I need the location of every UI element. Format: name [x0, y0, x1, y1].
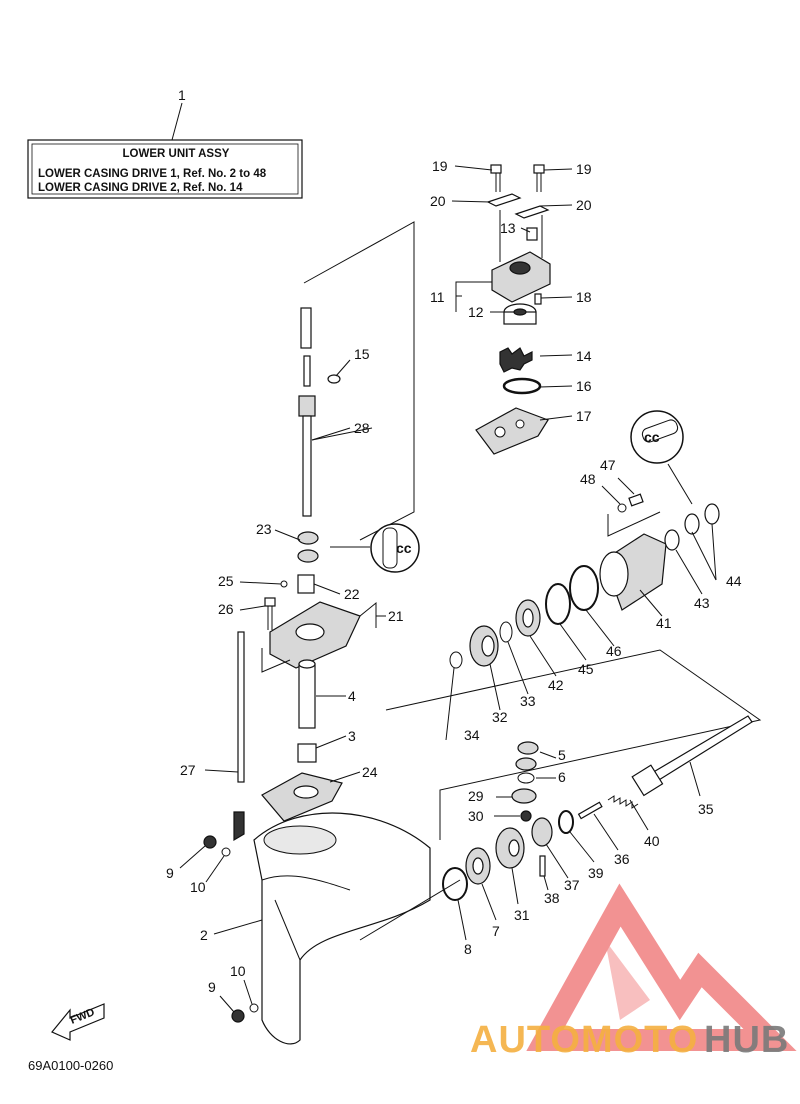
- label-3: 3: [348, 728, 356, 744]
- diagram-code: 69A0100-0260: [28, 1058, 113, 1073]
- watermark-logo: [526, 883, 797, 1051]
- label-41: 41: [656, 615, 672, 631]
- header-box: LOWER UNIT ASSY LOWER CASING DRIVE 1, Re…: [27, 102, 303, 199]
- header-line-2: LOWER CASING DRIVE 2, Ref. No. 14: [38, 182, 243, 194]
- label-18: 18: [576, 289, 592, 305]
- label-14: 14: [576, 348, 592, 364]
- label-28: 28: [354, 420, 370, 436]
- label-20a: 20: [430, 193, 446, 209]
- label-36: 36: [614, 851, 630, 867]
- drive-shaft-group: cc: [233, 221, 420, 842]
- watermark-text: AUTOMOTO HUB: [470, 1019, 789, 1061]
- label-27: 27: [180, 762, 196, 778]
- label-42: 42: [548, 677, 564, 693]
- label-39: 39: [588, 865, 604, 881]
- label-44: 44: [726, 573, 742, 589]
- svg-text:cc: cc: [396, 540, 412, 556]
- part-labels: 1 2 3 4 5 6 7 8 9 10 9 10 11 12 13 14 15…: [166, 87, 742, 995]
- label-48: 48: [580, 471, 596, 487]
- label-2: 2: [200, 927, 208, 943]
- label-32: 32: [492, 709, 508, 725]
- label-17: 17: [576, 408, 592, 424]
- watermark-part-2: HUB: [704, 1019, 789, 1061]
- label-19b: 19: [576, 161, 592, 177]
- label-34: 34: [464, 727, 480, 743]
- fwd-arrow-icon: [51, 1003, 105, 1041]
- leader-lines: [179, 165, 717, 1013]
- label-8: 8: [464, 941, 472, 957]
- label-9b: 9: [208, 979, 216, 995]
- label-26: 26: [218, 601, 234, 617]
- lower-casing: FWD: [51, 812, 431, 1045]
- label-19a: 19: [432, 158, 448, 174]
- watermark-part-1: AUTOMOTO: [470, 1019, 698, 1061]
- label-1: 1: [178, 87, 186, 103]
- gear-shaft-group: cc: [359, 410, 762, 941]
- label-33: 33: [520, 693, 536, 709]
- label-38: 38: [544, 890, 560, 906]
- label-30: 30: [468, 808, 484, 824]
- label-13: 13: [500, 220, 516, 236]
- svg-text:cc: cc: [644, 429, 660, 445]
- label-22: 22: [344, 586, 360, 602]
- label-10b: 10: [230, 963, 246, 979]
- label-16: 16: [576, 378, 592, 394]
- label-29: 29: [468, 788, 484, 804]
- label-25: 25: [218, 573, 234, 589]
- water-pump-assembly: [475, 164, 551, 455]
- label-12: 12: [468, 304, 484, 320]
- label-24: 24: [362, 764, 378, 780]
- label-6: 6: [558, 769, 566, 785]
- label-11: 11: [430, 289, 445, 305]
- label-23: 23: [256, 521, 272, 537]
- label-35: 35: [698, 801, 714, 817]
- label-20b: 20: [576, 197, 592, 213]
- label-5: 5: [558, 747, 566, 763]
- label-21: 21: [388, 608, 404, 624]
- label-10a: 10: [190, 879, 206, 895]
- label-45: 45: [578, 661, 594, 677]
- header-line-1: LOWER CASING DRIVE 1, Ref. No. 2 to 48: [38, 168, 267, 180]
- label-4: 4: [348, 688, 356, 704]
- header-title: LOWER UNIT ASSY: [123, 148, 230, 160]
- label-46: 46: [606, 643, 622, 659]
- label-7: 7: [492, 923, 500, 939]
- label-47: 47: [600, 457, 616, 473]
- label-37: 37: [564, 877, 580, 893]
- label-40: 40: [644, 833, 660, 849]
- label-43: 43: [694, 595, 710, 611]
- label-31: 31: [514, 907, 530, 923]
- label-15: 15: [354, 346, 370, 362]
- label-9a: 9: [166, 865, 174, 881]
